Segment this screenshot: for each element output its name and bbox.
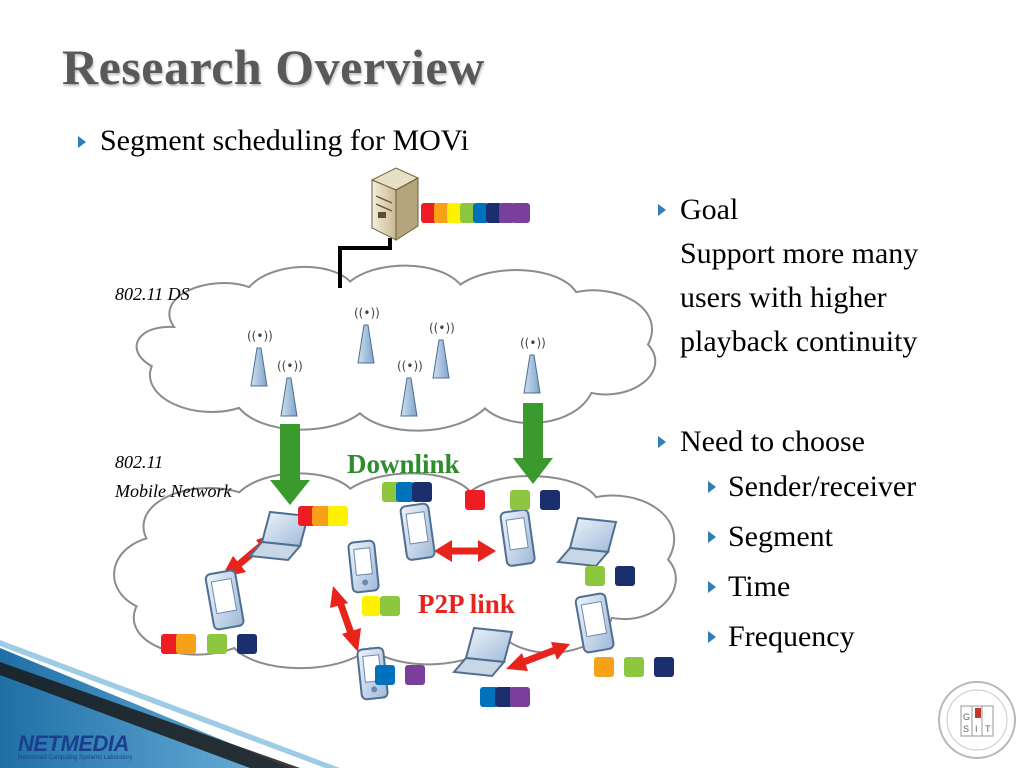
access-point-icon: ((•)) bbox=[520, 336, 546, 394]
need-subitem: Time bbox=[708, 570, 790, 604]
need-heading: Need to choose bbox=[680, 425, 865, 458]
access-point-icon: ((•)) bbox=[397, 359, 423, 417]
need-subitem-text: Segment bbox=[728, 520, 833, 553]
bullet-triangle-icon bbox=[708, 631, 716, 643]
dark-band bbox=[0, 662, 300, 768]
need-subitem-text: Sender/receiver bbox=[728, 470, 917, 503]
laptop-icon bbox=[452, 626, 514, 678]
pda-icon bbox=[574, 592, 615, 654]
bullet-triangle-icon bbox=[708, 531, 716, 543]
device-segments bbox=[382, 482, 432, 502]
svg-text:((•)): ((•)) bbox=[354, 306, 380, 320]
slide-title: Research Overview bbox=[62, 39, 485, 95]
laptop-icon bbox=[556, 516, 618, 568]
downlink-label: Downlink bbox=[347, 449, 460, 479]
svg-text:((•)): ((•)) bbox=[429, 321, 455, 335]
ds-label: 802.11 DS bbox=[115, 284, 190, 304]
seal-letter: I bbox=[975, 724, 978, 734]
access-point-icon: ((•)) bbox=[354, 306, 380, 364]
netmedia-logo: NETMEDIA bbox=[18, 731, 129, 756]
mobile-label-line1: 802.11 bbox=[115, 452, 163, 472]
p2p-arrow bbox=[506, 642, 570, 671]
pda-icon bbox=[347, 539, 380, 594]
server-segments bbox=[421, 203, 530, 223]
device-segments bbox=[480, 687, 530, 707]
svg-text:((•)): ((•)) bbox=[397, 359, 423, 373]
need-bullet: Need to choose bbox=[658, 420, 865, 464]
device-segments bbox=[298, 506, 348, 526]
bullet-triangle-icon bbox=[708, 481, 716, 493]
access-point-icon: ((•)) bbox=[277, 359, 303, 417]
ds-cloud bbox=[135, 264, 657, 432]
bullet-text: Segment scheduling for MOVi bbox=[100, 124, 469, 157]
p2p-label: P2P link bbox=[418, 589, 515, 619]
access-point-icon: ((•)) bbox=[429, 321, 455, 379]
need-subitem: Sender/receiver bbox=[708, 470, 916, 504]
goal-text-block: Goal Support more many users with higher… bbox=[680, 188, 918, 364]
device-segments bbox=[362, 596, 400, 616]
mobile-label-line2: Mobile Network bbox=[114, 481, 232, 501]
pda-icon bbox=[204, 569, 245, 631]
goal-line: users with higher bbox=[680, 281, 887, 314]
netmedia-logo-subtitle: Networked Computing Systems Laboratory bbox=[18, 755, 133, 761]
light-band bbox=[0, 640, 340, 768]
downlink-arrow bbox=[513, 403, 553, 484]
bullet-triangle-icon bbox=[658, 204, 666, 216]
blue-band bbox=[0, 648, 290, 768]
seal-letter: G bbox=[963, 712, 970, 722]
need-subitem: Frequency bbox=[708, 620, 855, 654]
gist-seal-logo: G I S T bbox=[938, 681, 1016, 759]
device-segments bbox=[585, 566, 635, 586]
bullet-triangle-icon bbox=[708, 581, 716, 593]
need-subitem-text: Frequency bbox=[728, 620, 855, 653]
bullet-triangle-icon bbox=[658, 436, 666, 448]
server-cable bbox=[338, 238, 392, 288]
goal-heading: Goal bbox=[680, 193, 739, 226]
device-segments bbox=[161, 634, 257, 654]
device-segments bbox=[465, 490, 560, 510]
goal-bullet: Goal Support more many users with higher… bbox=[658, 188, 918, 364]
need-subitem: Segment bbox=[708, 520, 833, 554]
pda-icon bbox=[499, 508, 536, 567]
svg-text:((•)): ((•)) bbox=[520, 336, 546, 350]
seal-letter: T bbox=[985, 724, 991, 734]
access-point-icon: ((•)) bbox=[247, 329, 273, 387]
goal-line: playback continuity bbox=[680, 325, 918, 358]
pda-icon bbox=[399, 502, 436, 561]
svg-text:((•)): ((•)) bbox=[277, 359, 303, 373]
p2p-arrow bbox=[434, 540, 496, 562]
server-icon bbox=[370, 167, 420, 241]
need-subitem-text: Time bbox=[728, 570, 791, 603]
device-segments bbox=[375, 665, 425, 685]
mobile-cloud bbox=[113, 472, 677, 670]
seal-letter: S bbox=[963, 724, 969, 734]
svg-text:((•)): ((•)) bbox=[247, 329, 273, 343]
goal-line: Support more many bbox=[680, 237, 919, 270]
bullet-triangle-icon bbox=[78, 136, 86, 148]
laptop-icon bbox=[248, 510, 310, 562]
pda-icon bbox=[356, 646, 389, 701]
p2p-arrow bbox=[330, 586, 361, 652]
bullet-segment-scheduling: Segment scheduling for MOVi bbox=[78, 124, 469, 158]
downlink-arrow bbox=[270, 424, 310, 505]
device-segments bbox=[594, 657, 674, 677]
